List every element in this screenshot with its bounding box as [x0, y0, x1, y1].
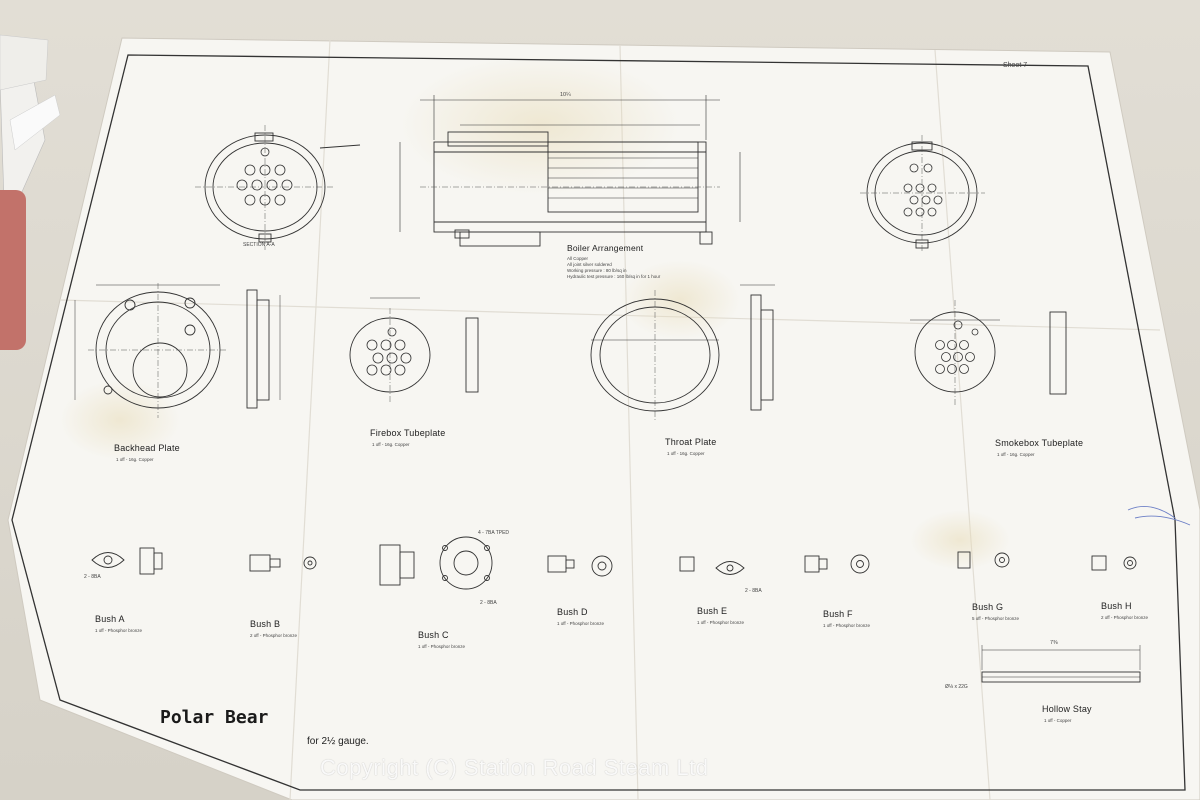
firebox-tubeplate-label: Firebox Tubeplate [370, 428, 446, 438]
smokebox-tubeplate-label: Smokebox Tubeplate [995, 438, 1084, 448]
section-label: SECTION A-A [243, 242, 275, 248]
boiler-note-3: Working pressure : 80 lb/sq in [567, 268, 627, 273]
throat-plate-label: Throat Plate [665, 437, 717, 447]
hollow-stay-spec: 1 off - Copper [1044, 718, 1072, 723]
boiler-note-2: All joint silver soldered [567, 262, 612, 267]
firebox-tubeplate-spec: 1 off - 16g. Copper [372, 442, 410, 447]
boiler-length-dim: 10¼ [560, 92, 571, 98]
throat-plate-spec: 1 off - 16g. Copper [667, 451, 705, 456]
hollow-stay-thread: Ø⅛ x 22G [945, 684, 968, 690]
bush-a-spec: 1 off - Phosphor bronze [95, 628, 142, 633]
boiler-note-1: All Copper [567, 256, 589, 261]
copyright-watermark: Copyright (C) Station Road Steam Ltd [320, 755, 709, 780]
bush-f-label: Bush F [823, 609, 853, 619]
bush-a-label: Bush A [95, 614, 125, 624]
bush-f-spec: 1 off - Phosphor bronze [823, 623, 870, 628]
hollow-stay-label: Hollow Stay [1042, 704, 1092, 714]
loose-papers [0, 34, 61, 231]
bush-b-label: Bush B [250, 619, 281, 629]
bush-c-tpi-dim: 4 - 7BA TPED [478, 530, 510, 536]
bush-e-tapped-dim: 2 - 8BA [745, 588, 762, 594]
bush-c-label: Bush C [418, 630, 449, 640]
bush-c-spec: 1 off - Phosphor bronze [418, 644, 465, 649]
bush-e-spec: 1 off - Phosphor bronze [697, 620, 744, 625]
red-object [0, 190, 26, 350]
backhead-plate-label: Backhead Plate [114, 443, 180, 453]
bush-h-label: Bush H [1101, 601, 1132, 611]
smokebox-tubeplate-spec: 1 off - 16g. Copper [997, 452, 1035, 457]
bush-e-label: Bush E [697, 606, 728, 616]
bush-b-spec: 2 off - Phosphor bronze [250, 633, 297, 638]
bush-d-spec: 1 off - Phosphor bronze [557, 621, 604, 626]
bush-h-spec: 2 off - Phosphor bronze [1101, 615, 1148, 620]
hollow-stay-length: 7⅜ [1050, 640, 1058, 646]
drawing-title: Polar Bear [160, 707, 269, 728]
bush-c-tapped-dim: 2 - 8BA [480, 600, 497, 606]
bush-d-label: Bush D [557, 607, 588, 617]
backhead-plate-spec: 1 off - 16g. Copper [116, 457, 154, 462]
gauge-note: for 2½ gauge. [307, 736, 369, 747]
boiler-note-4: Hydraulic test pressure : 160 lb/sq in f… [567, 274, 661, 279]
bush-g-label: Bush G [972, 602, 1004, 612]
sheet-number: Sheet 7 [1003, 62, 1028, 69]
boiler-arrangement-label: Boiler Arrangement [567, 243, 644, 253]
bush-a-tapped-dim: 2 - 8BA [84, 574, 101, 580]
bush-g-spec: 5 off - Phosphor bronze [972, 616, 1019, 621]
